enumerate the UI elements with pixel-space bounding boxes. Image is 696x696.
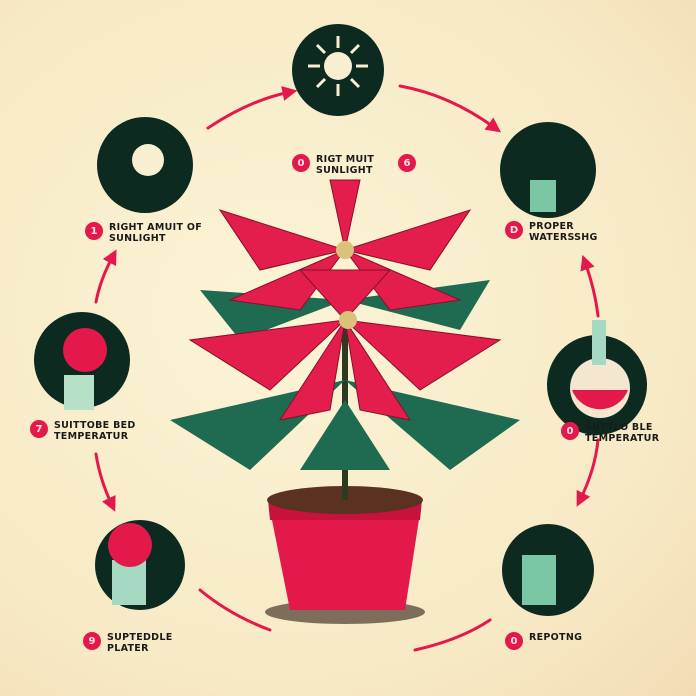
step-number: 1 (85, 222, 103, 240)
step-temperature-right: 0 Suttlo ble temperatur (561, 422, 680, 444)
step-label: Suttlo ble temperatur (585, 422, 660, 444)
step-sunlight: 1 Right amuit of sunlight (85, 222, 209, 244)
step-watering: D Proper watersshg (505, 221, 629, 243)
step-number: D (505, 221, 523, 239)
step-circles (34, 24, 647, 616)
step-label: Supteddle plater (107, 632, 173, 654)
step-temperature-left: 7 Suittobe bed temperatur (30, 420, 139, 442)
step-planter: 9 Supteddle plater (83, 632, 187, 654)
step-label: Proper watersshg (529, 221, 598, 243)
step-label: Repotng (529, 632, 583, 643)
step-number-right: 6 (398, 154, 416, 172)
step-number: 0 (561, 422, 579, 440)
step-number: 9 (83, 632, 101, 650)
step-number: 7 (30, 420, 48, 438)
step-repotting: 0 Repotng (505, 632, 629, 650)
step-number: 0 (292, 154, 310, 172)
step-label: Right amuit of sunlight (109, 222, 202, 244)
step-number: 0 (505, 632, 523, 650)
step-sunlight-top: 0 Rigt muit sunlight 6 (292, 154, 416, 176)
step-label: Rigt muit sunlight (316, 154, 375, 176)
poinsettia-plant (170, 179, 520, 624)
cycle-arrows (94, 84, 600, 652)
step-label: Suittobe bed temperatur (54, 420, 136, 442)
